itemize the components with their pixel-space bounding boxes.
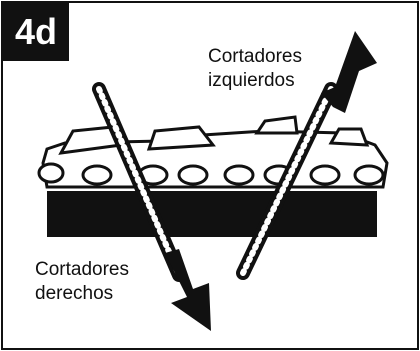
saw-chain-icon [37,115,389,189]
left-cutters-label: Cortadores izquierdos [206,45,304,93]
round-file-right [236,82,338,280]
right-cutters-label-line2: derechos [35,283,114,304]
diagram-canvas [37,31,389,331]
left-cutters-label-line1: Cortadores [208,46,302,67]
arrow-up-right-icon [321,31,377,113]
left-cutters-label-line2: izquierdos [208,70,295,91]
round-file-left [92,82,186,282]
right-cutters-label: Cortadores derechos [33,258,131,306]
right-cutters-label-line1: Cortadores [35,259,129,280]
step-badge: 4d [3,3,69,61]
guide-bar [47,191,377,237]
arrow-down-right-icon [165,249,211,331]
